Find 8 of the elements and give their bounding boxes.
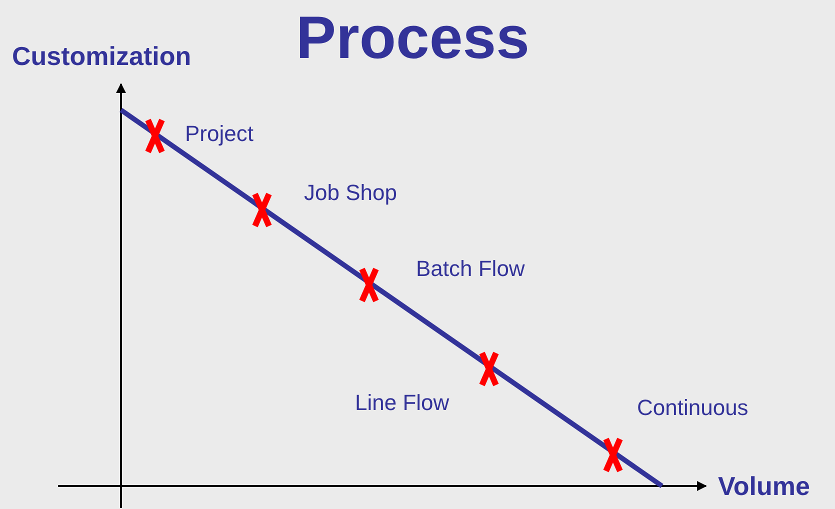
point-label: Job Shop — [304, 182, 397, 204]
point-label: Project — [185, 123, 254, 145]
point-label: Line Flow — [355, 392, 450, 414]
title: Process — [296, 8, 530, 68]
axis-label: Volume — [718, 473, 810, 499]
axis-label: Customization — [12, 43, 192, 69]
point-label: Batch Flow — [416, 258, 525, 280]
point-label: Continuous — [637, 397, 748, 419]
